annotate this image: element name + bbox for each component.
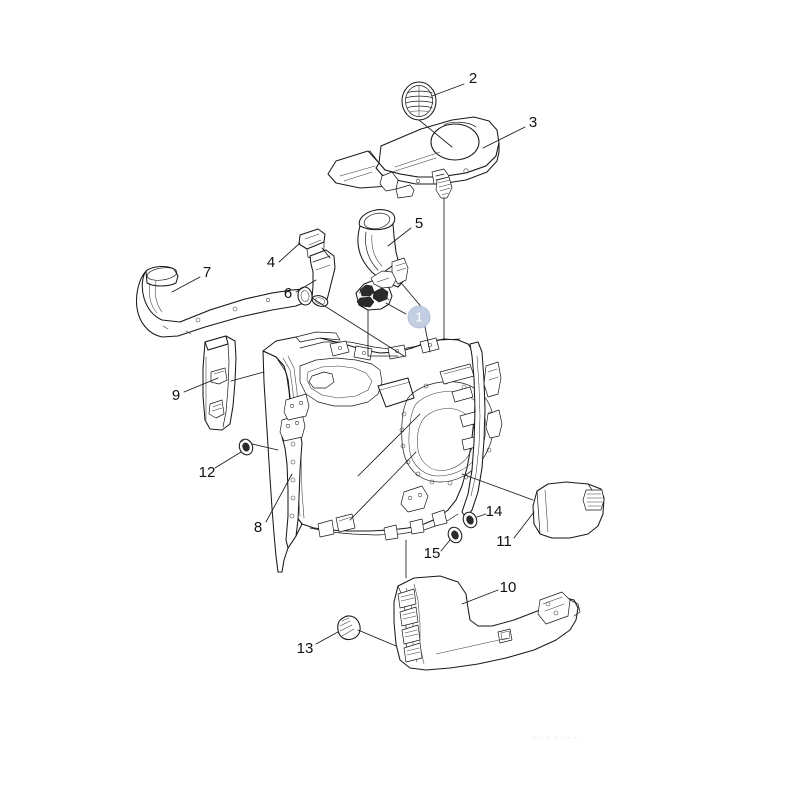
callout-label-1: 1 — [415, 309, 422, 324]
part-left-side-end-panel — [202, 335, 237, 431]
callout-1-circle — [407, 305, 431, 329]
callout-label-6: 6 — [284, 285, 292, 302]
callout-label-11: 11 — [496, 533, 512, 550]
callout-label-8: 8 — [254, 519, 262, 536]
callout-label-13: 13 — [297, 640, 314, 657]
part-rear-floor-air-duct — [357, 209, 409, 288]
callout-label-12: 12 — [199, 464, 216, 481]
callout-label-4: 4 — [267, 254, 275, 271]
part-long-floor-air-duct — [136, 266, 313, 338]
part-console-grommet-upper — [238, 438, 254, 456]
part-rear-console-side-cover — [532, 481, 605, 539]
callout-labels: 2 3 5 4 6 7 9 12 8 14 15 11 10 13 1 — [172, 70, 537, 657]
callout-label-14: 14 — [486, 503, 503, 520]
part-console-plug-cap — [337, 615, 361, 640]
part-short-air-duct-elbow — [309, 249, 336, 307]
callout-label-5: 5 — [415, 215, 423, 232]
part-console-grommet-lower — [447, 526, 463, 544]
part-upper-console-trim-panel — [327, 116, 500, 199]
callout-label-15: 15 — [424, 545, 441, 562]
callout-label-9: 9 — [172, 387, 180, 404]
part-console-body-main-frame — [262, 331, 503, 573]
part-round-air-vent-outlet — [401, 81, 437, 121]
watermark-text: - - - - - - - — [534, 733, 579, 742]
part-lower-rear-console-trim — [393, 575, 581, 671]
callout-leader-lines — [171, 83, 535, 647]
part-shift-lever-bracket-assembly — [355, 270, 397, 311]
callout-label-3: 3 — [529, 114, 537, 131]
callout-label-10: 10 — [500, 579, 517, 596]
callout-1-highlighted[interactable]: 1 — [407, 305, 431, 329]
callout-label-2: 2 — [469, 70, 477, 87]
part-console-grommet-right — [462, 511, 478, 529]
callout-label-7: 7 — [203, 264, 211, 281]
